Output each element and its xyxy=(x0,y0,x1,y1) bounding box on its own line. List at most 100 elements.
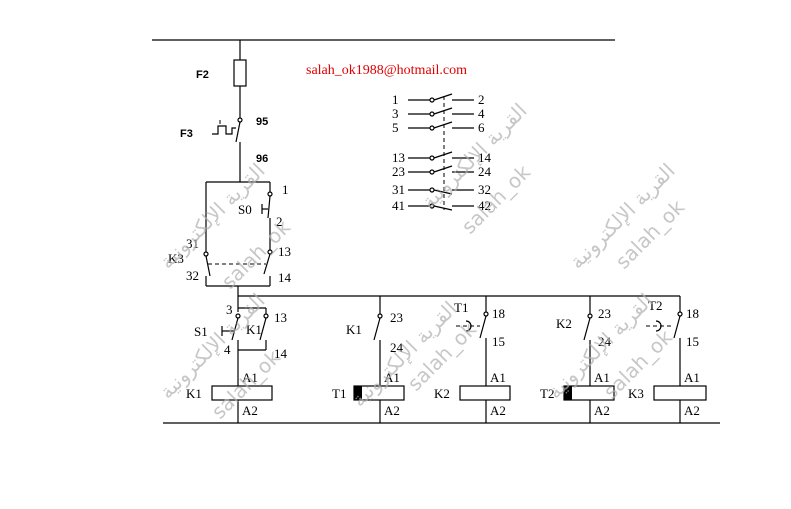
table-no-contact xyxy=(433,93,453,101)
t1-contact-15-label: 15 xyxy=(492,334,505,349)
table-nc-contact xyxy=(433,205,453,211)
table-left-terminal: 1 xyxy=(392,92,399,107)
t2-delay-symbol xyxy=(655,320,662,332)
k3-nc-contact xyxy=(205,255,211,277)
k3-terminal-31 xyxy=(203,251,209,257)
k3-32-label: 32 xyxy=(186,268,199,283)
coil-t2-a1-label: A1 xyxy=(594,370,610,385)
k1-aux-label: K1 xyxy=(346,322,362,337)
k2-aux-label: K2 xyxy=(556,316,572,331)
table-left-terminal: 41 xyxy=(392,198,405,213)
table-terminal xyxy=(429,111,435,117)
k1-hold-contact xyxy=(259,317,267,341)
coil-k3-a1-label: A1 xyxy=(684,370,700,385)
start-button-contact[interactable] xyxy=(231,317,239,341)
stop-button-1-label: 1 xyxy=(282,182,289,197)
table-left-terminal: 3 xyxy=(392,106,399,121)
t1-contact-label: T1 xyxy=(454,300,468,315)
coil-t2-label: T2 xyxy=(540,386,554,401)
start-button-label: S1 xyxy=(194,324,208,339)
k1-hold-14-label: 14 xyxy=(274,346,288,361)
table-left-terminal: 5 xyxy=(392,120,399,135)
table-right-terminal: 32 xyxy=(478,182,491,197)
table-no-contact xyxy=(433,107,453,115)
overload-95-label: 95 xyxy=(256,116,268,128)
table-left-terminal: 23 xyxy=(392,164,405,179)
coil-k2 xyxy=(459,385,511,401)
t2-contact-15-label: 15 xyxy=(686,334,699,349)
stop-button-2-label: 2 xyxy=(276,214,283,229)
t2-contact-terminal-18 xyxy=(677,311,683,317)
k3-31-label: 31 xyxy=(186,236,199,251)
start-4-label: 4 xyxy=(224,342,231,357)
stop-button-label: S0 xyxy=(238,202,252,217)
coil-k2-a2-label: A2 xyxy=(490,403,506,418)
fuse-f2 xyxy=(233,59,247,87)
table-terminal xyxy=(429,169,435,175)
author-email[interactable]: salah_ok1988@hotmail.com xyxy=(306,63,467,78)
table-left-terminal: 13 xyxy=(392,150,405,165)
coil-t1-a1-label: A1 xyxy=(384,370,400,385)
table-right-terminal: 4 xyxy=(478,106,485,121)
k3-label: K3 xyxy=(168,251,184,266)
t1-delay-symbol xyxy=(465,320,472,332)
table-terminal xyxy=(429,125,435,131)
k3-14-label: 14 xyxy=(278,270,292,285)
t1-contact-terminal-18 xyxy=(483,311,489,317)
t1-contact-18-label: 18 xyxy=(492,306,505,321)
k2-aux-contact xyxy=(583,317,591,341)
coil-k1-a2-label: A2 xyxy=(242,403,258,418)
table-no-contact xyxy=(433,121,453,129)
table-terminal xyxy=(429,97,435,103)
k1-aux-23-label: 23 xyxy=(390,310,403,325)
coil-k3-label: K3 xyxy=(628,386,644,401)
coil-t1-a2-label: A2 xyxy=(384,403,400,418)
coil-k3-a2-label: A2 xyxy=(684,403,700,418)
k1-aux-24-label: 24 xyxy=(390,340,404,355)
overload-thermal-symbol xyxy=(212,125,236,135)
stop-button-contact[interactable] xyxy=(267,195,271,219)
overload-96-label: 96 xyxy=(256,153,268,165)
k1-hold-label: K1 xyxy=(246,322,262,337)
coil-k2-a1-label: A1 xyxy=(490,370,506,385)
coil-k1-label: K1 xyxy=(186,386,202,401)
coil-k1 xyxy=(211,385,273,401)
coil-t1-label: T1 xyxy=(332,386,346,401)
k2-aux-23-label: 23 xyxy=(598,306,611,321)
t2-contact-18-label: 18 xyxy=(686,306,699,321)
stop-button-terminal-1[interactable] xyxy=(267,191,273,197)
table-right-terminal: 42 xyxy=(478,198,491,213)
k3-13-label: 13 xyxy=(278,244,291,259)
t2-contact-label: T2 xyxy=(648,298,662,313)
fuse-f3-label: F3 xyxy=(180,128,193,140)
k3-no-contact xyxy=(263,253,271,275)
k1-aux-terminal-23 xyxy=(377,313,383,319)
fuse-f2-label: F2 xyxy=(196,69,209,81)
coil-t2-timer-marker xyxy=(564,386,572,400)
k2-aux-terminal-23 xyxy=(587,313,593,319)
coil-k3 xyxy=(653,385,707,401)
table-right-terminal: 24 xyxy=(478,164,492,179)
table-right-terminal: 2 xyxy=(478,92,485,107)
coil-k2-label: K2 xyxy=(434,386,450,401)
k1-hold-13-label: 13 xyxy=(274,310,287,325)
k2-aux-24-label: 24 xyxy=(598,334,612,349)
t1-contact xyxy=(479,315,487,339)
table-left-terminal: 31 xyxy=(392,182,405,197)
coil-k1-a1-label: A1 xyxy=(242,370,258,385)
t2-contact xyxy=(673,315,681,339)
start-3-label: 3 xyxy=(226,302,233,317)
table-terminal xyxy=(429,155,435,161)
coil-t1-timer-marker xyxy=(354,386,362,400)
table-no-contact xyxy=(433,151,453,159)
table-right-terminal: 14 xyxy=(478,150,492,165)
table-no-contact xyxy=(433,165,453,173)
coil-t2-a2-label: A2 xyxy=(594,403,610,418)
overload-terminal-95 xyxy=(237,117,243,123)
overload-contact xyxy=(235,121,241,143)
table-nc-contact xyxy=(433,189,453,195)
k1-aux-contact xyxy=(373,317,381,341)
k1-hold-terminal-13 xyxy=(263,313,269,319)
